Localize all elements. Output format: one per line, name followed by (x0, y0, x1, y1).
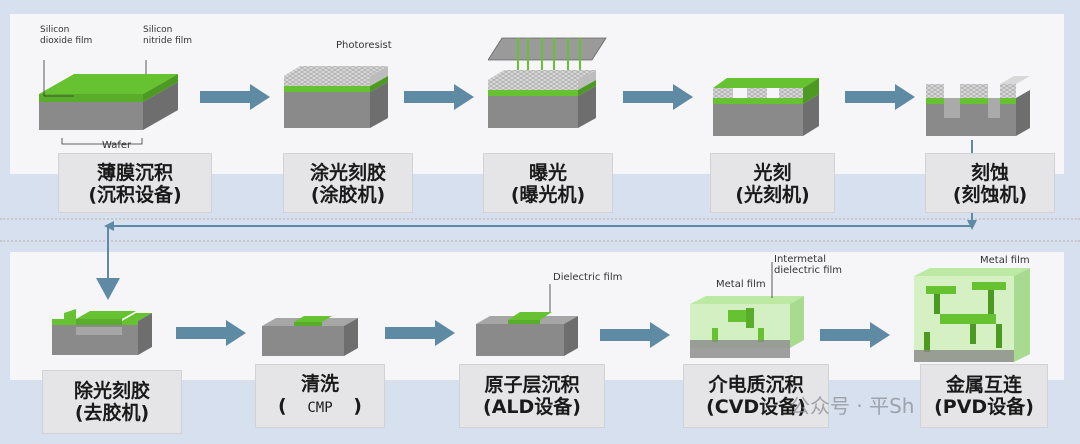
step-7-equipment: ( CMP ) (256, 395, 384, 419)
step-label-exposure: 曝光 (曝光机) (483, 153, 613, 213)
step-6-title: 除光刻胶 (73, 380, 150, 402)
silicon-nitride-label: Silicon nitride film (143, 25, 192, 47)
step-label-thin-film-deposition: 薄膜沉积 (沉积设备) (58, 153, 212, 213)
step-4-title: 光刻 (753, 162, 792, 184)
arrow-step9-to-step10 (820, 322, 890, 348)
step-label-photoresist-coating: 涂光刻胶 (涂胶机) (283, 153, 413, 213)
arrow-step2-to-step3 (404, 84, 474, 110)
step-label-cleaning: 清洗 ( CMP ) (255, 364, 385, 428)
photoresist-label: Photoresist (336, 40, 392, 51)
lithography-illustration (713, 78, 819, 136)
step-7-paren-close: ) (353, 395, 362, 417)
dielectric-film-label: Dielectric film (553, 272, 623, 283)
silicon-nitride-label-line1: Silicon (143, 25, 173, 35)
intermetal-pointer (771, 262, 773, 298)
silicon-dioxide-label: Silicon dioxide film (40, 25, 92, 47)
step-label-photoresist-removal: 除光刻胶 (去胶机) (42, 370, 182, 434)
step-label-pvd: 金属互连 (PVD设备) (920, 364, 1048, 428)
step-label-ald: 原子层沉积 (ALD设备) (459, 364, 605, 428)
step-6-equipment: (去胶机) (74, 402, 150, 424)
silicon-dioxide-label-line1: Silicon (40, 25, 70, 35)
ald-illustration (476, 312, 578, 356)
step-label-etching: 刻蚀 (刻蚀机) (925, 153, 1055, 213)
metal-film-label-1: Metal film (716, 279, 766, 290)
etching-illustration (926, 76, 1030, 136)
step-label-cvd: 介电质沉积 (CVD设备) (683, 364, 829, 428)
step-1-equipment: (沉积设备) (88, 184, 182, 206)
photoresist-coating-illustration (284, 66, 388, 128)
pvd-illustration (914, 268, 1030, 362)
step-9-equipment: (CVD设备) (706, 396, 806, 418)
step-10-title: 金属互连 (945, 374, 1022, 396)
step-4-equipment: (光刻机) (735, 184, 810, 206)
step-9-title: 介电质沉积 (708, 374, 804, 396)
step-8-equipment: (ALD设备) (483, 396, 581, 418)
exposure-illustration (488, 37, 607, 128)
watermark: 公众号 · 平Sh (790, 394, 915, 418)
step-7-mono: CMP (307, 400, 333, 416)
metal-film-label-2: Metal film (980, 255, 1030, 266)
step-2-title: 涂光刻胶 (309, 162, 386, 184)
thin-film-deposition-illustration (39, 60, 178, 145)
cvd-illustration (690, 296, 804, 358)
arrow-step3-to-step4 (623, 84, 693, 110)
silicon-nitride-label-line2: nitride film (143, 36, 192, 46)
silicon-dioxide-label-line2: dioxide film (40, 36, 93, 46)
step-3-title: 曝光 (528, 162, 567, 184)
arrow-step8-to-step9 (600, 322, 670, 348)
step-8-title: 原子层沉积 (484, 374, 580, 396)
step-3-equipment: (曝光机) (510, 184, 586, 206)
step-5-title: 刻蚀 (970, 162, 1009, 184)
arrow-step4-to-step5 (845, 84, 915, 110)
photoresist-removal-illustration (52, 309, 152, 355)
step-1-title: 薄膜沉积 (96, 162, 173, 184)
intermetal-label-line2: dielectric film (774, 265, 843, 276)
step-7-paren-open: ( (278, 395, 287, 417)
arrow-step6-to-step7 (176, 320, 246, 346)
step-5-equipment: (刻蚀机) (952, 184, 1028, 206)
arrow-step7-to-step8 (385, 320, 455, 346)
step-10-equipment: (PVD设备) (934, 396, 1034, 418)
step-2-equipment: (涂胶机) (310, 184, 386, 206)
step-label-lithography: 光刻 (光刻机) (710, 153, 835, 213)
dotted-divider-top (0, 218, 1080, 220)
arrow-step1-to-step2 (200, 84, 270, 110)
cleaning-illustration (262, 316, 358, 356)
dielectric-pointer (549, 284, 551, 312)
step-7-title: 清洗 (300, 373, 339, 395)
intermetal-label-line1: Intermetal (774, 254, 827, 265)
intermetal-label: Intermetal dielectric film (774, 254, 842, 276)
dotted-divider-bottom (0, 240, 1080, 242)
wafer-label: Wafer (102, 140, 132, 151)
